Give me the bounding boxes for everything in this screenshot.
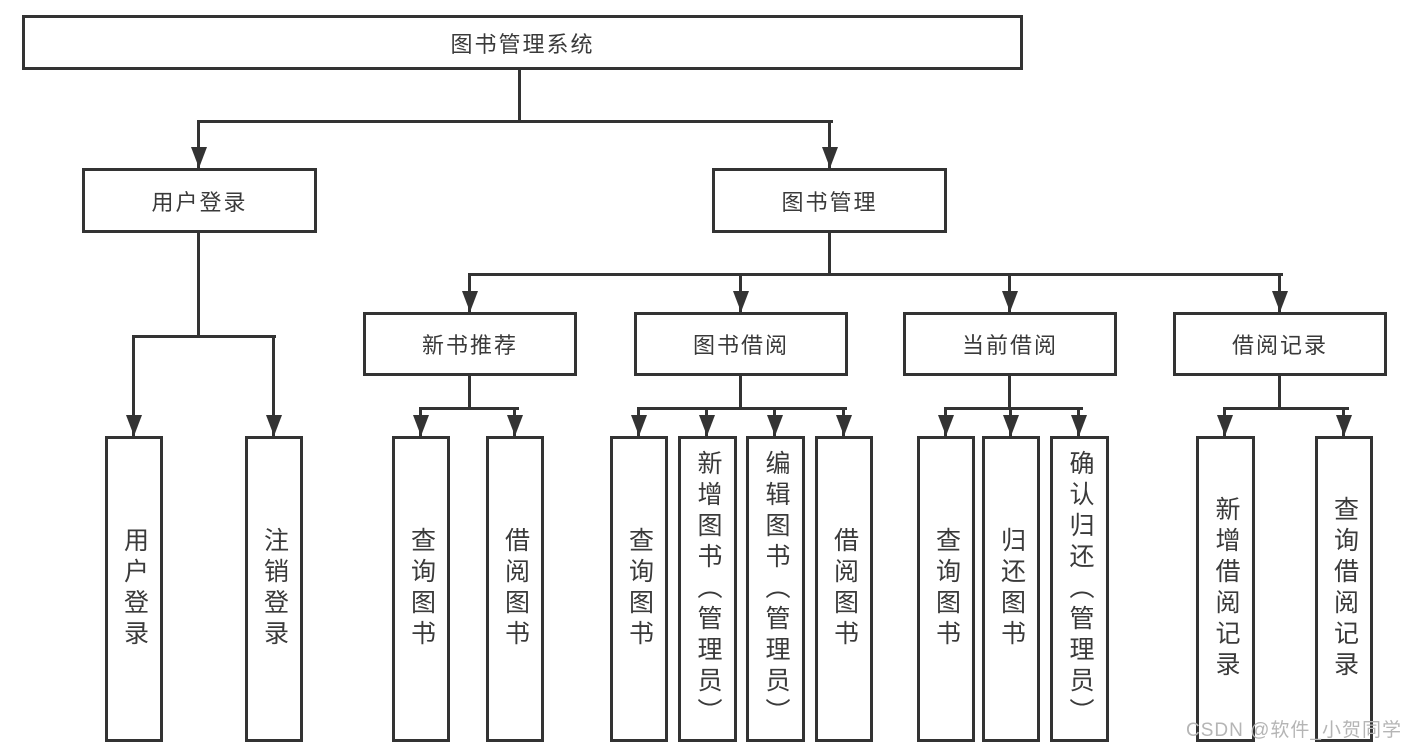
- node-new-book-recommendation: 新书推荐: [363, 312, 577, 376]
- node-book-management-label: 图书管理: [781, 189, 878, 215]
- node-cb-return-books: 归还图书: [982, 436, 1040, 742]
- node-rec-borrow-books-label: 借阅图书: [501, 527, 530, 651]
- node-bb-edit-books-admin: 编辑图书（管理员）: [746, 436, 805, 742]
- node-new-book-recommendation-label: 新书推荐: [421, 333, 518, 358]
- node-br-query-record-label: 查询借阅记录: [1330, 496, 1359, 682]
- node-borrowing-records: 借阅记录: [1173, 312, 1387, 376]
- arrowhead-down-icon: [1217, 415, 1233, 436]
- arrowhead-down-icon: [507, 415, 523, 436]
- connector-current-borrowing-stem: [1008, 376, 1011, 410]
- connector-root-to-book-management: [828, 120, 831, 168]
- connector-new-book-rec-rail: [419, 407, 519, 410]
- node-cb-query-books: 查询图书: [917, 436, 975, 742]
- arrowhead-down-icon: [1002, 291, 1018, 312]
- arrowhead-down-icon: [938, 415, 954, 436]
- connector-book-management-rail: [468, 273, 1283, 276]
- connector-to-logout-leaf: [272, 335, 275, 436]
- arrowhead-down-icon: [126, 415, 142, 436]
- node-bb-query-books-label: 查询图书: [625, 527, 654, 651]
- arrowhead-down-icon: [699, 415, 715, 436]
- arrowhead-down-icon: [191, 147, 207, 168]
- node-cb-return-books-label: 归还图书: [997, 527, 1026, 651]
- node-bb-query-books: 查询图书: [610, 436, 668, 742]
- node-bb-add-books-admin: 新增图书（管理员）: [678, 436, 737, 742]
- node-logout: 注销登录: [245, 436, 303, 742]
- arrowhead-down-icon: [1003, 415, 1019, 436]
- connector-user-login-stem: [197, 233, 200, 337]
- connector-new-book-rec-stem: [468, 376, 471, 410]
- connector-user-login-rail: [132, 335, 276, 338]
- arrowhead-down-icon: [1336, 415, 1352, 436]
- node-br-query-record: 查询借阅记录: [1315, 436, 1373, 742]
- connector-book-management-stem: [828, 233, 831, 276]
- node-book-borrowing: 图书借阅: [634, 312, 848, 376]
- connector-borrowing-records-stem: [1278, 376, 1281, 410]
- arrowhead-down-icon: [631, 415, 647, 436]
- connector-book-borrowing-rail: [637, 407, 847, 410]
- node-current-borrowing-label: 当前借阅: [961, 333, 1058, 358]
- arrowhead-down-icon: [1272, 291, 1288, 312]
- arrowhead-down-icon: [462, 291, 478, 312]
- node-rec-query-books-label: 查询图书: [407, 527, 436, 651]
- connector-root-stem: [518, 70, 521, 122]
- node-user-login-branch: 用户登录: [82, 168, 317, 233]
- node-bb-borrow-books: 借阅图书: [815, 436, 873, 742]
- node-user-login-label: 用户登录: [120, 527, 149, 651]
- connector-book-borrowing-stem: [739, 376, 742, 410]
- node-book-management-system-label: 图书管理系统: [450, 31, 595, 57]
- node-br-add-record-label: 新增借阅记录: [1212, 496, 1240, 682]
- node-user-login: 用户登录: [105, 436, 163, 742]
- node-rec-borrow-books: 借阅图书: [486, 436, 544, 742]
- node-book-management: 图书管理: [712, 168, 947, 233]
- node-user-login-branch-label: 用户登录: [151, 189, 248, 215]
- node-rec-query-books: 查询图书: [392, 436, 450, 742]
- csdn-watermark: CSDN @软件_小贺同学: [1186, 720, 1402, 741]
- connector-root-to-user-login: [197, 120, 200, 168]
- connector-borrowing-records-rail: [1223, 407, 1349, 410]
- arrowhead-down-icon: [266, 415, 282, 436]
- node-bb-edit-books-admin-label: 编辑图书（管理员）: [762, 449, 790, 729]
- node-cb-query-books-label: 查询图书: [932, 527, 961, 651]
- arrowhead-down-icon: [733, 291, 749, 312]
- node-bb-add-books-admin-label: 新增图书（管理员）: [694, 449, 722, 729]
- connector-to-user-login-leaf: [132, 335, 135, 436]
- connector-current-borrowing-rail: [944, 407, 1083, 410]
- node-bb-borrow-books-label: 借阅图书: [830, 527, 859, 651]
- node-cb-confirm-return-admin: 确认归还（管理员）: [1050, 436, 1109, 742]
- node-borrowing-records-label: 借阅记录: [1231, 333, 1328, 358]
- node-cb-confirm-return-admin-label: 确认归还（管理员）: [1066, 449, 1094, 729]
- arrowhead-down-icon: [822, 147, 838, 168]
- node-current-borrowing: 当前借阅: [903, 312, 1117, 376]
- node-book-borrowing-label: 图书借阅: [692, 333, 789, 358]
- arrowhead-down-icon: [836, 415, 852, 436]
- arrowhead-down-icon: [1071, 415, 1087, 436]
- arrowhead-down-icon: [767, 415, 783, 436]
- connector-root-rail: [197, 120, 833, 123]
- arrowhead-down-icon: [413, 415, 429, 436]
- node-br-add-record: 新增借阅记录: [1196, 436, 1255, 742]
- node-logout-label: 注销登录: [260, 527, 289, 651]
- node-book-management-system: 图书管理系统: [22, 15, 1023, 70]
